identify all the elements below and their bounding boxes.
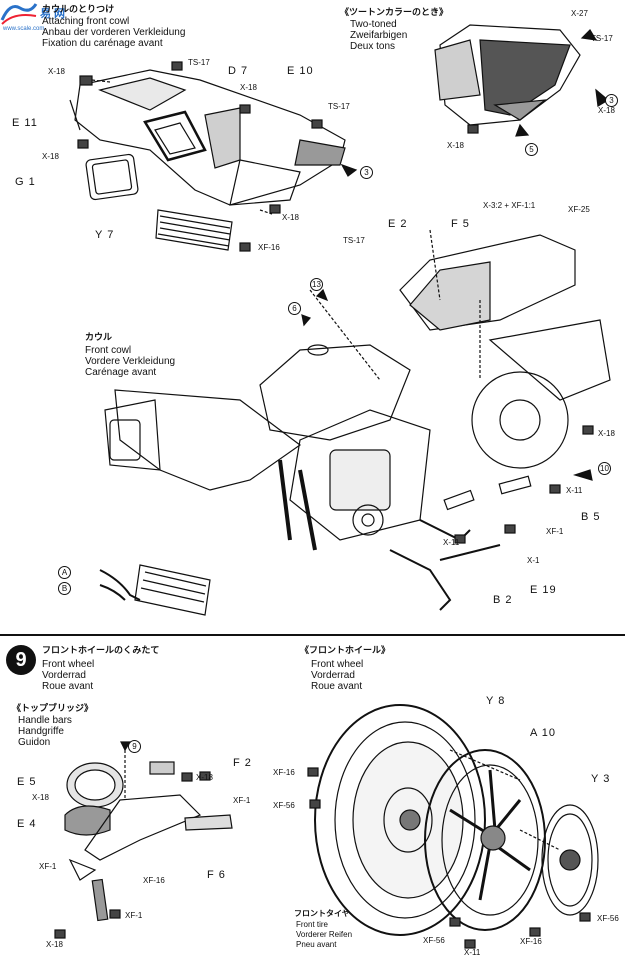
- label-ts17-a: TS-17: [188, 58, 210, 67]
- label-x18-e: X-18: [598, 106, 615, 115]
- label-xf1-c: XF-1: [39, 862, 57, 871]
- watermark-url: www.scale.com: [3, 26, 45, 32]
- label-x18-f: X-18: [447, 141, 464, 150]
- handle-en: Handle bars: [18, 715, 72, 726]
- label-y3: Y 3: [591, 773, 611, 785]
- twotone-jp: 《ツートンカラーのとき》: [340, 8, 449, 18]
- twotone-en: Two-toned: [350, 19, 397, 30]
- handle-fr: Guidon: [18, 737, 51, 748]
- cowl-exploded-view: [69, 61, 358, 252]
- ref-10: 10: [598, 462, 611, 475]
- tire-fr: Pneu avant: [296, 940, 337, 949]
- cowl-title-de: Anbau der vorderen Verkleidung: [42, 27, 186, 38]
- tire-de: Vorderer Reifen: [296, 930, 353, 939]
- label-x18-j: X-18: [46, 940, 63, 949]
- label-y8: Y 8: [486, 695, 506, 707]
- label-ts17-d: TS-17: [343, 236, 365, 245]
- frontwheel-jp: 《フロントホイール》: [300, 646, 391, 656]
- label-x32-xf1: X-3:2 + XF-1:1: [483, 201, 536, 210]
- label-f6: F 6: [207, 869, 226, 881]
- two-tone-cowl-inset: [434, 24, 610, 137]
- label-x18-a: X-18: [48, 67, 65, 76]
- label-x1: X-1: [527, 556, 540, 565]
- label-ts17-b: TS-17: [328, 102, 350, 111]
- label-xf16-d: XF-16: [520, 937, 542, 946]
- watermark-logo: 易 网 www.scale.com: [0, 0, 70, 38]
- label-xf56-a: XF-56: [273, 801, 295, 810]
- handle-jp: 《トップブリッジ》: [12, 704, 94, 714]
- step-number-badge: 9: [6, 645, 36, 675]
- motorcycle-body: [99, 229, 611, 616]
- label-xf1-a: XF-1: [546, 527, 564, 536]
- tire-en: Front tire: [296, 920, 329, 929]
- ref-13: 13: [310, 278, 323, 291]
- handle-de: Handgriffe: [18, 726, 64, 737]
- label-x18-b: X-18: [240, 83, 257, 92]
- ref-3-a: 3: [360, 166, 373, 179]
- label-e2: E 2: [388, 218, 408, 230]
- label-e5: E 5: [17, 776, 37, 788]
- label-ts17-c: TS-17: [591, 34, 613, 43]
- wheel-title-jp: フロントホイールのくみたて: [42, 646, 160, 656]
- label-x11-c: X-11: [464, 948, 481, 957]
- cowl-title-jp: カウルのとりつけ: [42, 5, 115, 15]
- label-e19: E 19: [530, 584, 557, 596]
- label-xf56-c: XF-56: [597, 914, 619, 923]
- label-x18-h: X-18: [32, 793, 49, 802]
- front-wheel-assembly: [307, 704, 599, 949]
- label-xf1-b: XF-1: [233, 796, 251, 805]
- label-x27: X-27: [571, 9, 588, 18]
- label-f5: F 5: [451, 218, 470, 230]
- cowl-title-en: Attaching front cowl: [42, 16, 130, 27]
- label-xf16-b: XF-16: [143, 876, 165, 885]
- label-g1: G 1: [15, 176, 36, 188]
- cowl-note-de: Vordere Verkleidung: [85, 356, 176, 367]
- watermark-text: 易 网: [40, 8, 66, 20]
- label-xf16-a: XF-16: [258, 243, 280, 252]
- cowl-note-jp: カウル: [85, 333, 113, 343]
- cowl-title-fr: Fixation du carénage avant: [42, 38, 163, 49]
- tire-jp: フロントタイヤ: [294, 909, 350, 918]
- label-a10: A 10: [530, 727, 557, 739]
- label-xf16-c: XF-16: [273, 768, 295, 777]
- ref-9: 9: [128, 740, 141, 753]
- label-x11-b: X-11: [443, 538, 460, 547]
- ref-a: A: [58, 566, 71, 579]
- cowl-note-fr: Carénage avant: [85, 367, 157, 378]
- label-x18-g: X-18: [598, 429, 615, 438]
- label-xf25: XF-25: [568, 205, 590, 214]
- label-xf56-b: XF-56: [423, 936, 445, 945]
- label-x18-c: X-18: [42, 152, 59, 161]
- label-d7: D 7: [228, 65, 249, 77]
- ref-3-b: 3: [605, 94, 618, 107]
- cowl-note-en: Front cowl: [85, 345, 132, 356]
- ref-5: 5: [525, 143, 538, 156]
- watermark-icon: [0, 3, 38, 25]
- wheel-title-en: Front wheel: [42, 659, 95, 670]
- label-x18-i: X-18: [196, 773, 213, 782]
- wheel-title-de: Vorderrad: [42, 670, 86, 681]
- handlebar-assembly: [54, 741, 233, 939]
- section-divider: [0, 634, 625, 636]
- label-b2: B 2: [493, 594, 513, 606]
- label-x18-d: X-18: [282, 213, 299, 222]
- twotone-de: Zweifarbigen: [350, 30, 408, 41]
- label-e11: E 11: [12, 117, 38, 129]
- frontwheel-en: Front wheel: [311, 659, 364, 670]
- ref-6: 6: [288, 302, 301, 315]
- label-e10: E 10: [287, 65, 314, 77]
- frontwheel-fr: Roue avant: [311, 681, 363, 692]
- label-x11-a: X-11: [566, 486, 583, 495]
- frontwheel-de: Vorderrad: [311, 670, 355, 681]
- label-b5: B 5: [581, 511, 601, 523]
- label-y7: Y 7: [95, 229, 115, 241]
- label-e4: E 4: [17, 818, 37, 830]
- label-xf1-d: XF-1: [125, 911, 143, 920]
- ref-b: B: [58, 582, 71, 595]
- twotone-fr: Deux tons: [350, 41, 396, 52]
- wheel-title-fr: Roue avant: [42, 681, 94, 692]
- label-f2: F 2: [233, 757, 252, 769]
